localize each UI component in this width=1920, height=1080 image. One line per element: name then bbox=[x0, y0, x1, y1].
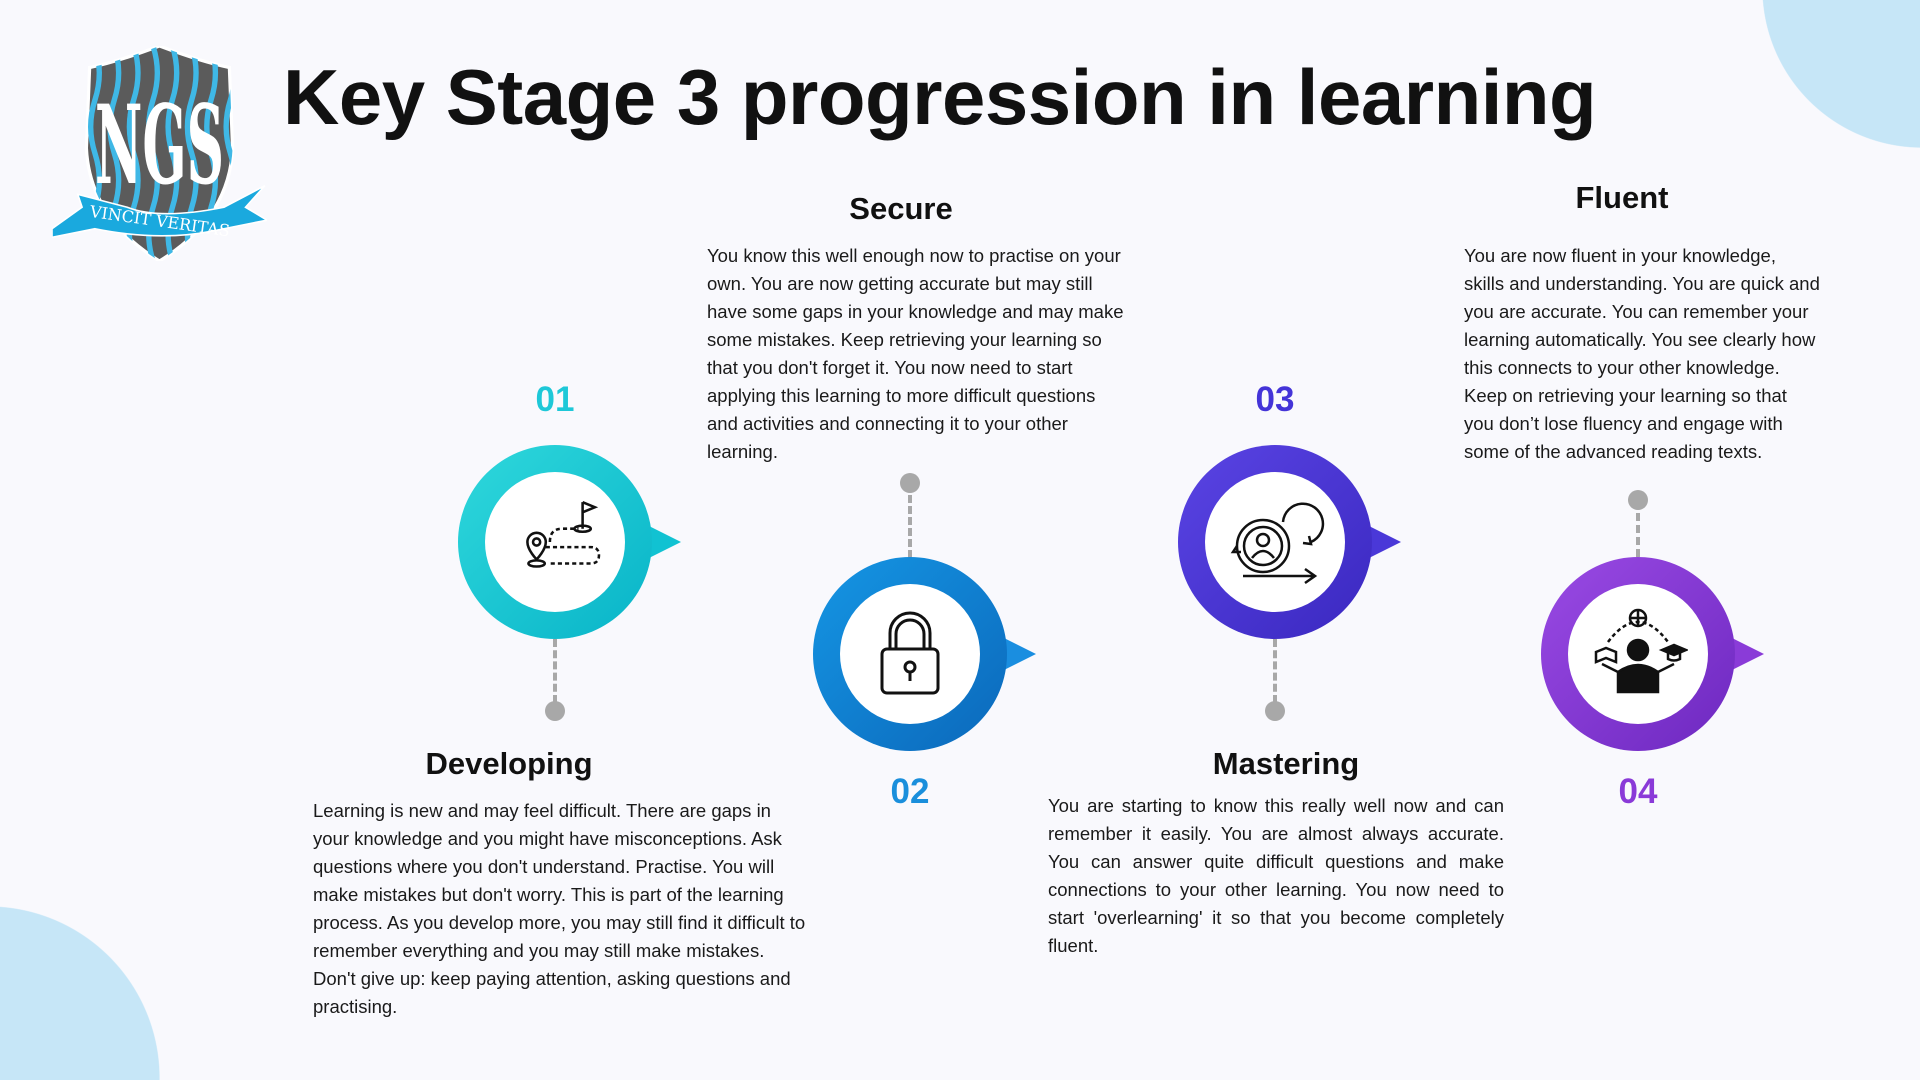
page-title: Key Stage 3 progression in learning bbox=[283, 53, 1597, 141]
stage-heading-fluent: Fluent bbox=[1575, 180, 1669, 215]
stage-number-02: 02 bbox=[890, 772, 930, 811]
route-map-icon bbox=[526, 500, 601, 568]
stage-number-04: 04 bbox=[1618, 772, 1658, 811]
decor-circle-bottom-left bbox=[0, 904, 162, 1080]
stage-heading-mastering: Mastering bbox=[1212, 746, 1360, 781]
stage-heading-secure: Secure bbox=[849, 191, 953, 226]
stage-number-03: 03 bbox=[1255, 380, 1295, 419]
stage-description-secure: You know this well enough now to practis… bbox=[707, 245, 1124, 462]
svg-text:NGS: NGS bbox=[95, 81, 224, 209]
person-cycle-icon bbox=[1230, 502, 1325, 585]
stage-number-01: 01 bbox=[535, 380, 575, 419]
stage-description-fluent: You are now fluent in your knowledge, sk… bbox=[1464, 245, 1820, 462]
learner-knowledge-icon bbox=[1594, 608, 1688, 694]
stage-description-mastering: You are starting to know this really wel… bbox=[1048, 795, 1504, 956]
decor-circle-top-right bbox=[1760, 0, 1920, 150]
school-crest-logo: NGS VINCIT VERITAS bbox=[52, 46, 267, 261]
stage-description-developing: Learning is new and may feel difficult. … bbox=[313, 800, 806, 1017]
padlock-icon bbox=[880, 611, 940, 695]
stage-heading-developing: Developing bbox=[425, 746, 593, 781]
